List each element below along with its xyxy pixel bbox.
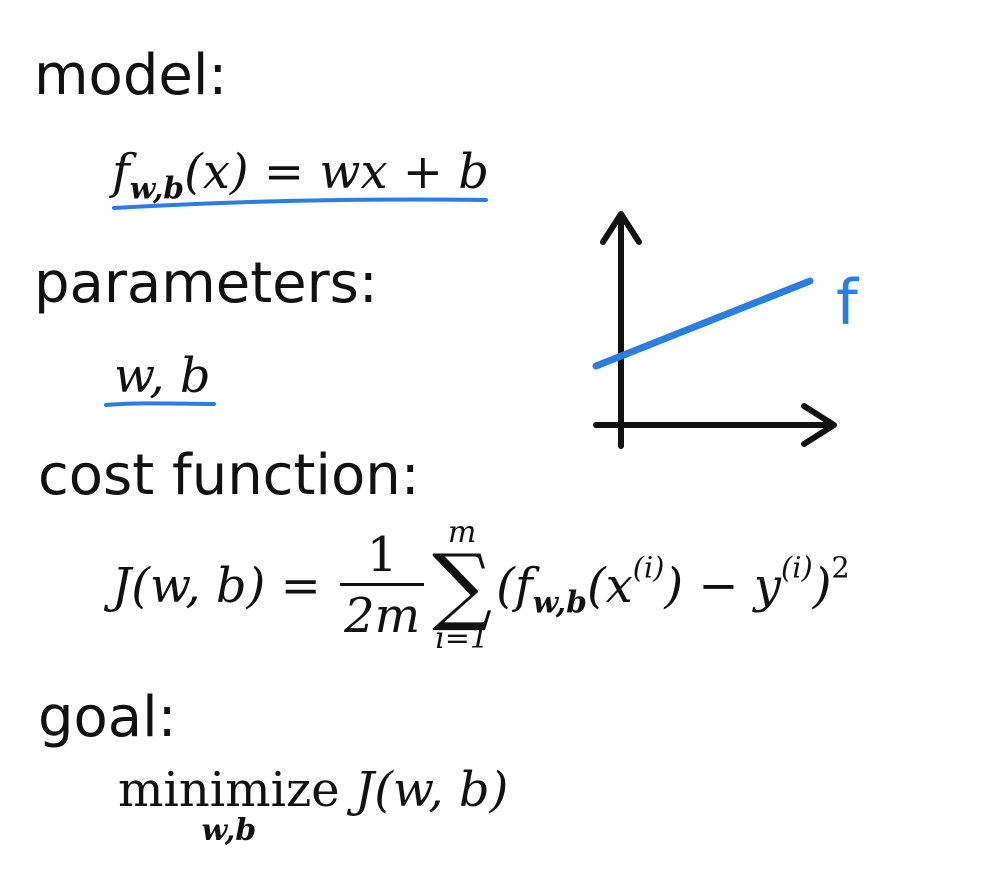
- goal-rhs: J(w, b): [339, 762, 509, 818]
- cost-lhs: J(w, b) =: [112, 557, 337, 614]
- cost-subscript: w,b: [532, 585, 587, 621]
- sum-lower-limit: i=1: [435, 620, 490, 656]
- cost-paren-open: (: [496, 557, 515, 614]
- minimize-subscript: w,b: [201, 813, 257, 848]
- cost-sup-x: (i): [632, 550, 665, 585]
- model-subscript: w,b: [129, 171, 185, 207]
- parameters-formula: w, b: [114, 348, 211, 404]
- function-line-label: f: [836, 266, 858, 339]
- cost-close: ): [812, 557, 832, 614]
- function-line: [592, 277, 814, 370]
- sigma-symbol: ∑: [432, 536, 493, 634]
- cost-inner-close: ) − y: [664, 557, 781, 614]
- summation: m∑i=1: [432, 518, 492, 654]
- heading-model: model:: [34, 43, 228, 108]
- model-f: f: [112, 144, 130, 200]
- minimize-word: minimize: [118, 762, 340, 818]
- cost-body: (fw,b(x(i)) − y(i))2: [496, 553, 850, 618]
- model-arg: (x): [184, 144, 249, 200]
- x-axis-arrow: [801, 403, 837, 447]
- sum-upper-limit: m: [447, 515, 477, 550]
- cost-sup-y: (i): [781, 550, 813, 585]
- heading-goal: goal:: [38, 685, 177, 750]
- cost-f: f: [514, 557, 533, 614]
- model-formula: fw,b(x) = wx + b: [112, 148, 489, 204]
- fraction-numerator: 1: [366, 527, 398, 584]
- heading-parameters: parameters:: [34, 251, 378, 316]
- y-axis-arrow: [600, 211, 642, 245]
- cost-sup-square: 2: [831, 550, 850, 585]
- cost-inner-open: (x: [586, 557, 633, 614]
- fraction-denominator: 2m: [340, 583, 425, 640]
- heading-cost-function: cost function:: [38, 443, 420, 508]
- model-rhs: = wx + b: [248, 144, 489, 200]
